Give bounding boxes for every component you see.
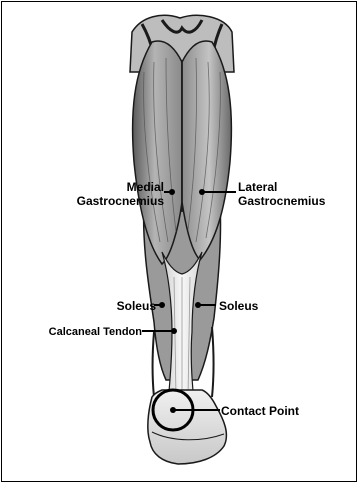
lateral-gastrocnemius-muscle xyxy=(182,41,231,260)
label-medial-gastrocnemius: Medial Gastrocnemius xyxy=(22,180,164,208)
label-lateral-line2: Gastrocnemius xyxy=(238,194,325,208)
label-calcaneal-tendon: Calcaneal Tendon xyxy=(14,325,142,339)
label-medial-line1: Medial xyxy=(22,180,164,194)
leg-illustration xyxy=(2,2,357,482)
label-soleus-lateral: Soleus xyxy=(219,299,258,313)
label-lateral-gastrocnemius: Lateral Gastrocnemius xyxy=(238,180,325,208)
label-contact-point: Contact Point xyxy=(221,404,299,418)
label-lateral-line1: Lateral xyxy=(238,180,325,194)
label-medial-line2: Gastrocnemius xyxy=(22,194,164,208)
label-soleus-medial: Soleus xyxy=(52,299,156,313)
medial-gastrocnemius-muscle xyxy=(133,41,182,264)
heel xyxy=(148,390,227,464)
